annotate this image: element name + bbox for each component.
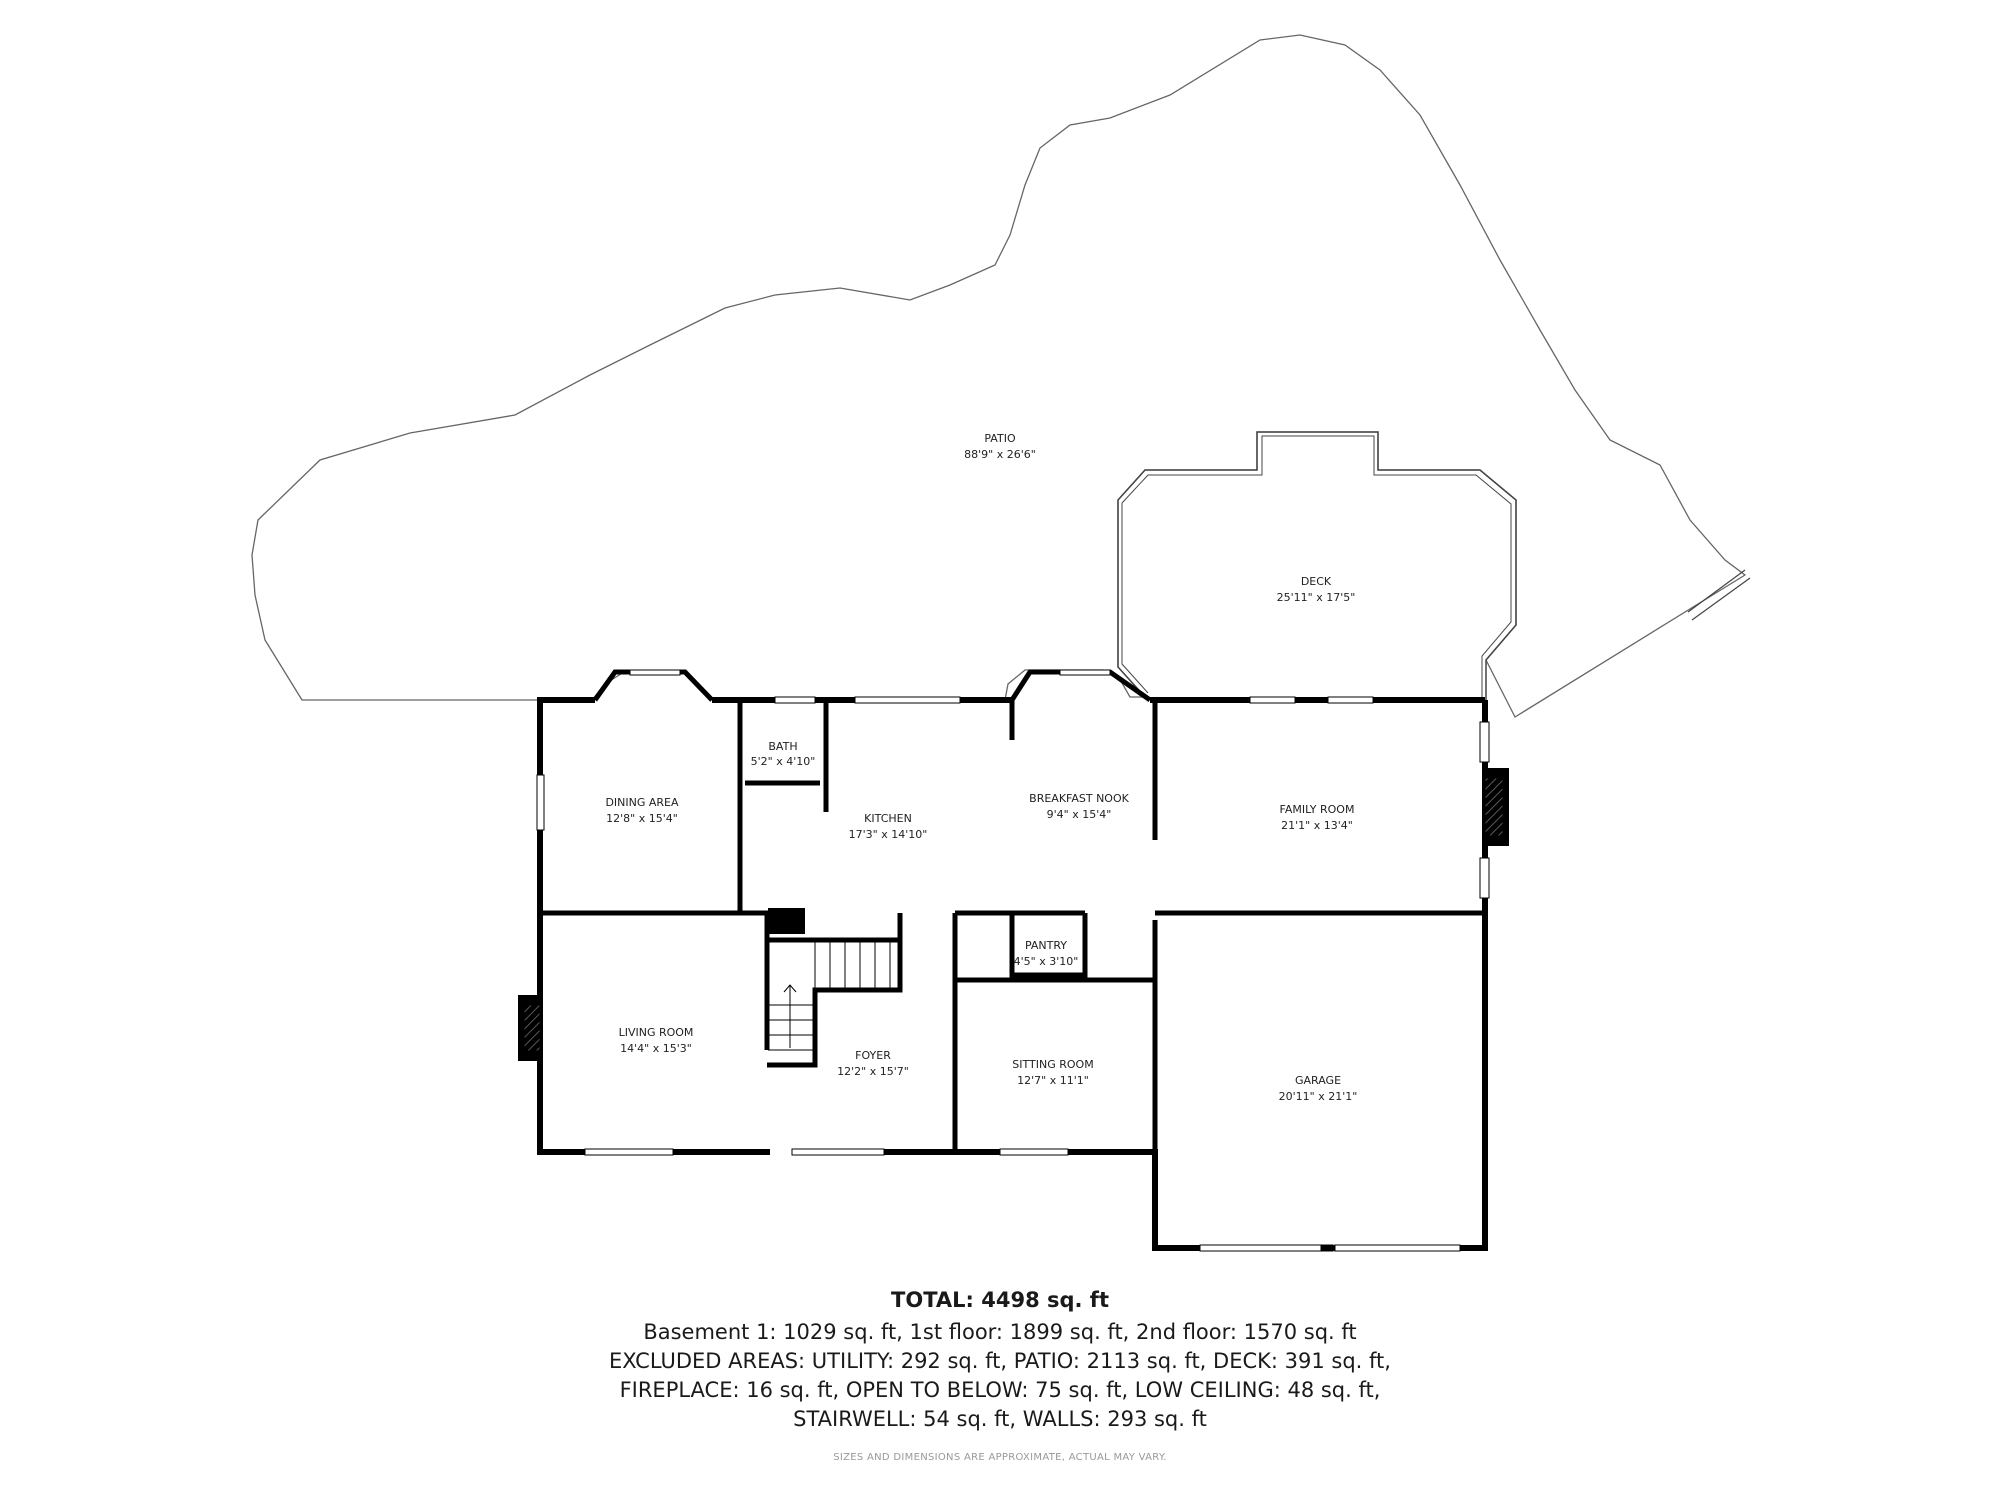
excluded-areas-2: FIREPLACE: 16 sq. ft, OPEN TO BELOW: 75 … [619,1378,1381,1402]
floor-areas: Basement 1: 1029 sq. ft, 1st floor: 1899… [643,1320,1357,1344]
room-dim-sitting: 12'7" x 11'1" [1017,1074,1089,1087]
excluded-areas-1: EXCLUDED AREAS: UTILITY: 292 sq. ft, PAT… [609,1349,1391,1373]
room-label-breakfast: BREAKFAST NOOK [1029,792,1129,805]
stairs [768,940,891,1051]
interior-walls [540,700,1485,1152]
room-label-patio: PATIO [984,432,1016,445]
room-label-family: FAMILY ROOM [1280,803,1355,816]
room-label-pantry: PANTRY [1025,939,1067,952]
deck-inner-outline [1121,435,1512,700]
room-label-kitchen: KITCHEN [864,812,912,825]
room-dim-foyer: 12'2" x 15'7" [837,1065,909,1078]
fireplace-family [1484,768,1509,846]
room-dim-deck: 25'11" x 17'5" [1277,591,1356,604]
room-dim-garage: 20'11" x 21'1" [1279,1090,1358,1103]
total-area: TOTAL: 4498 sq. ft [891,1288,1109,1312]
room-label-sitting: SITTING ROOM [1012,1058,1093,1071]
windows [536,669,1490,1252]
room-label-deck: DECK [1301,575,1332,588]
room-label-dining: DINING AREA [605,796,679,809]
room-dim-dining: 12'8" x 15'4" [606,812,678,825]
room-dim-kitchen: 17'3" x 14'10" [849,828,928,841]
room-label-bath: BATH [768,740,797,753]
deck-stairs [1687,569,1751,621]
room-dim-living: 14'4" x 15'3" [620,1042,692,1055]
deck-outline [1117,431,1517,700]
room-labels: PATIO 88'9" x 26'6" DECK 25'11" x 17'5" … [605,432,1357,1103]
chimney-block [768,908,805,934]
bay-walls [592,669,1152,703]
disclaimer: SIZES AND DIMENSIONS ARE APPROXIMATE, AC… [833,1452,1167,1463]
patio-outline [251,34,1747,718]
room-dim-patio: 88'9" x 26'6" [964,448,1036,461]
fireplace-living [518,995,541,1061]
room-dim-family: 21'1" x 13'4" [1281,819,1353,832]
room-label-living: LIVING ROOM [619,1026,694,1039]
room-dim-pantry: 4'5" x 3'10" [1014,955,1079,968]
room-label-garage: GARAGE [1295,1074,1341,1087]
excluded-areas-3: STAIRWELL: 54 sq. ft, WALLS: 293 sq. ft [793,1407,1207,1431]
room-label-foyer: FOYER [855,1049,891,1062]
room-dim-breakfast: 9'4" x 15'4" [1047,808,1112,821]
room-dim-bath: 5'2" x 4'10" [751,755,816,768]
